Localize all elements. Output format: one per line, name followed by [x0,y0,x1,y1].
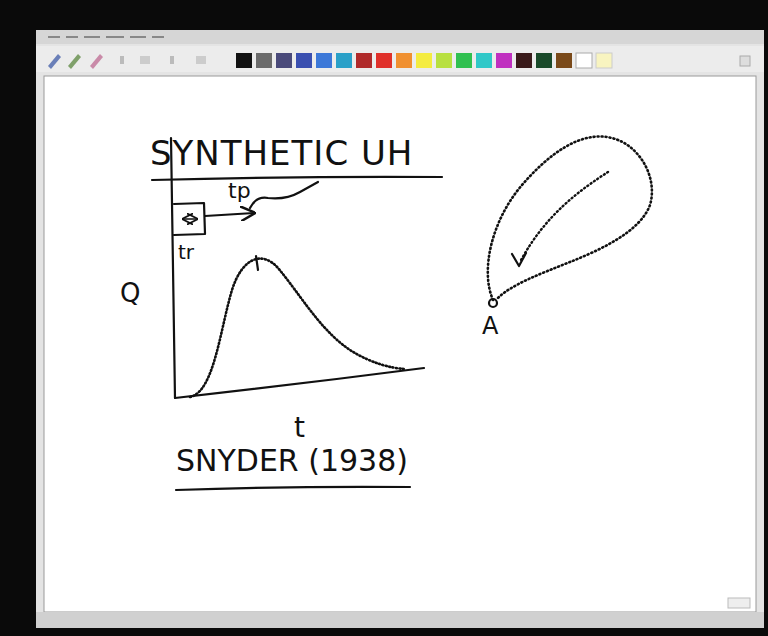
page-indicator [728,598,750,608]
flow-arrowhead [512,253,526,266]
color-palette [236,53,750,68]
status-bar [36,612,764,628]
time-label: tr [178,242,194,262]
reference-underline [176,487,410,490]
reference-label: SNYDER (1938) [176,446,408,476]
slide-title: SYNTHETIC UH [150,136,413,170]
duration-box [174,203,205,235]
toolbar [36,46,764,72]
axis-label: t [294,414,305,442]
point-label: A [482,314,498,338]
canvas [44,76,756,612]
app-window [36,30,764,628]
time-label: tp [228,180,251,202]
t-axis [175,368,424,398]
peak-time-arrow [205,213,254,216]
outlet-point [489,299,497,307]
menu-items [48,36,164,38]
main-stream [520,172,608,262]
menu-bar [36,30,764,44]
unit-hydrograph-curve [190,259,404,397]
catchment-outline [488,136,652,300]
pointer-stroke [250,182,318,208]
title-underline [152,177,442,180]
peak-tick [256,256,258,270]
duration-arrow [183,218,197,220]
pen-tools [48,54,206,69]
q-axis [171,138,175,398]
axis-label: Q [120,280,140,306]
